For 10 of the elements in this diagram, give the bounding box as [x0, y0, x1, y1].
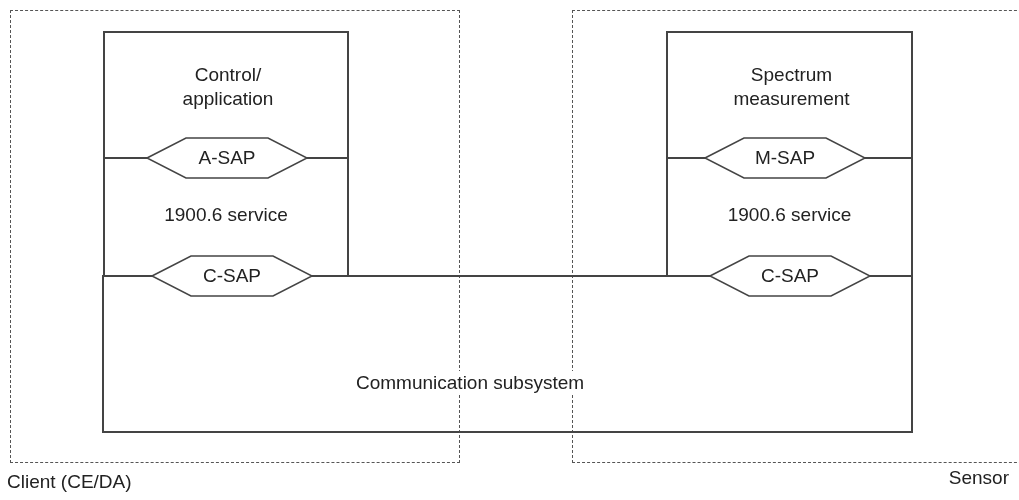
layer-label: 1900.6 service	[163, 203, 289, 227]
sap-label: M-SAP	[753, 146, 817, 170]
region-label: Sensor	[948, 466, 1009, 490]
sap-label: C-SAP	[759, 264, 821, 288]
layer-label: Spectrum measurement	[732, 63, 851, 111]
layer-label: Control/ application	[181, 63, 275, 111]
layer-label: 1900.6 service	[726, 203, 853, 227]
region-label: Client (CE/DA)	[7, 470, 132, 494]
sap-label: A-SAP	[197, 146, 257, 170]
sap-label: C-SAP	[201, 264, 263, 288]
